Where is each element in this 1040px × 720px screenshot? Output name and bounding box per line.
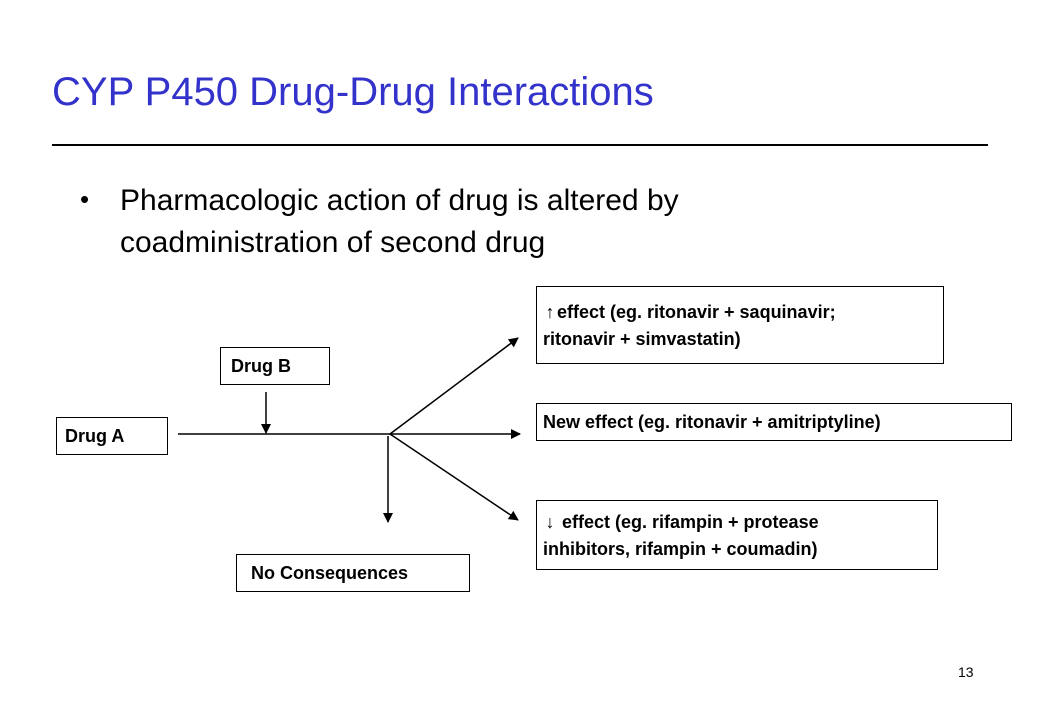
down-arrow-icon: ↓	[545, 512, 555, 532]
decreased-effect-line1: ↓ effect (eg. rifampin + protease	[543, 509, 937, 536]
decreased-effect-text2: inhibitors, rifampin + coumadin)	[543, 539, 818, 559]
drug-b-label: Drug B	[231, 356, 291, 376]
bullet-text: Pharmacologic action of drug is altered …	[120, 184, 679, 259]
decrease-arrow	[389, 433, 519, 521]
new-effect-box: New effect (eg. ritonavir + amitriptylin…	[536, 403, 1012, 441]
page-number: 13	[958, 664, 974, 680]
decreased-effect-text1: effect (eg. rifampin + protease	[562, 512, 819, 532]
no-consequences-box: No Consequences	[236, 554, 470, 592]
increased-effect-text2: ritonavir + simvastatin)	[543, 329, 741, 349]
drug-b-box: Drug B	[220, 347, 330, 385]
slide-title: CYP P450 Drug-Drug Interactions	[52, 70, 654, 114]
increase-arrow	[389, 337, 519, 435]
drug-a-box: Drug A	[56, 417, 168, 455]
up-arrow-icon: ↑	[545, 302, 555, 322]
title-divider	[52, 144, 988, 146]
decreased-effect-box: ↓ effect (eg. rifampin + protease inhibi…	[536, 500, 938, 570]
drug-a-label: Drug A	[65, 426, 125, 446]
new-effect-label: New effect (eg. ritonavir + amitriptylin…	[543, 412, 881, 432]
bullet-icon: •	[80, 184, 90, 214]
increased-effect-box: ↑effect (eg. ritonavir + saquinavir; rit…	[536, 286, 944, 364]
increased-effect-text1: effect (eg. ritonavir + saquinavir;	[557, 302, 836, 322]
increased-effect-line1: ↑effect (eg. ritonavir + saquinavir;	[543, 299, 943, 326]
no-consequences-label: No Consequences	[251, 563, 409, 583]
